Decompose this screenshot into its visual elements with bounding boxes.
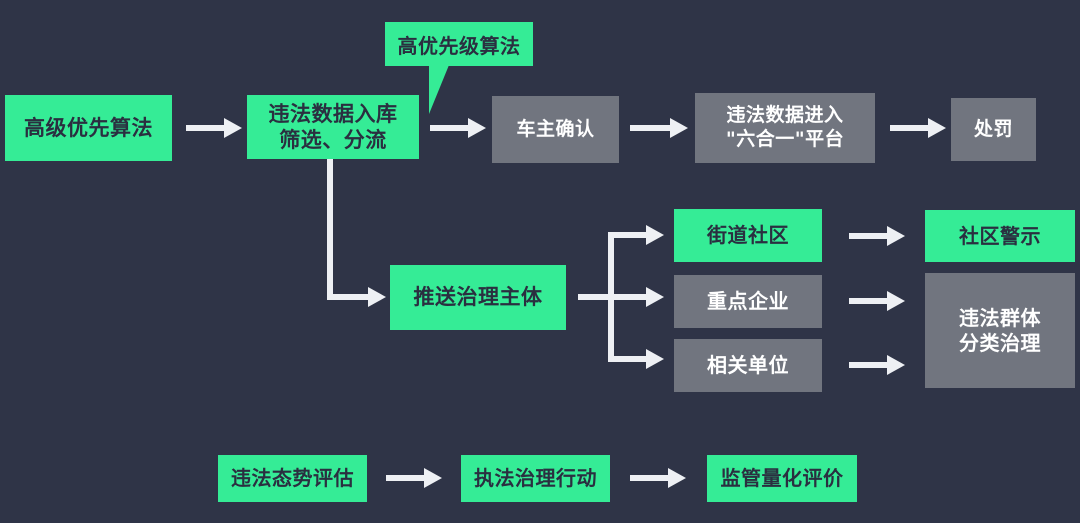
node-related-unit[interactable]: 相关单位: [674, 339, 822, 392]
arrow-head: [424, 468, 442, 488]
elbow-intake-down-segment: [327, 159, 333, 299]
elbow-intake-right-segment: [327, 294, 370, 300]
fork-branch-middle-segment: [608, 294, 648, 300]
fork-branch-bottom-arrow-head: [646, 349, 664, 369]
node-violation-data-intake[interactable]: 违法数据入库 筛选、分流: [247, 95, 419, 159]
fork-branch-bottom-segment: [608, 356, 648, 362]
node-push-governance-entity[interactable]: 推送治理主体: [390, 265, 566, 330]
arrow-head: [668, 468, 686, 488]
fork-branch-middle-arrow-head: [646, 287, 664, 307]
callout-tail-icon: [429, 65, 449, 114]
arrow-head: [468, 118, 486, 138]
arrow-head: [887, 291, 905, 311]
elbow-intake-arrow-head: [368, 287, 386, 307]
node-key-enterprise[interactable]: 重点企业: [674, 275, 822, 328]
arrow-shaft: [890, 125, 930, 131]
node-six-in-one-platform[interactable]: 违法数据进入 "六合一"平台: [695, 93, 875, 163]
arrow-head: [887, 226, 905, 246]
node-penalty[interactable]: 处罚: [951, 98, 1036, 161]
node-violator-group-classification[interactable]: 违法群体 分类治理: [925, 273, 1075, 388]
node-owner-confirmation[interactable]: 车主确认: [492, 96, 619, 163]
fork-branch-top-arrow-head: [646, 225, 664, 245]
node-violation-situation-assessment[interactable]: 违法态势评估: [218, 455, 367, 502]
callout-high-priority-algorithm[interactable]: 高优先级算法: [385, 22, 533, 66]
fork-branch-top-segment: [608, 232, 648, 238]
arrow-head: [670, 118, 688, 138]
arrow-shaft: [186, 125, 226, 131]
node-regulatory-quantitative-evaluation[interactable]: 监管量化评价: [707, 455, 857, 502]
node-advanced-priority-algorithm[interactable]: 高级优先算法: [5, 95, 172, 161]
arrow-head: [928, 118, 946, 138]
node-community-warning[interactable]: 社区警示: [925, 210, 1075, 262]
arrow-shaft: [630, 475, 670, 481]
arrow-shaft: [386, 475, 426, 481]
node-street-community[interactable]: 街道社区: [674, 209, 822, 262]
arrow-head: [224, 118, 242, 138]
arrow-shaft: [430, 125, 470, 131]
node-enforcement-governance-action[interactable]: 执法治理行动: [461, 455, 610, 502]
arrow-shaft: [630, 125, 672, 131]
arrow-head: [887, 355, 905, 375]
arrow-shaft: [849, 298, 889, 304]
arrow-shaft: [849, 233, 889, 239]
arrow-shaft: [849, 362, 889, 368]
fork-stem-segment: [578, 294, 614, 300]
